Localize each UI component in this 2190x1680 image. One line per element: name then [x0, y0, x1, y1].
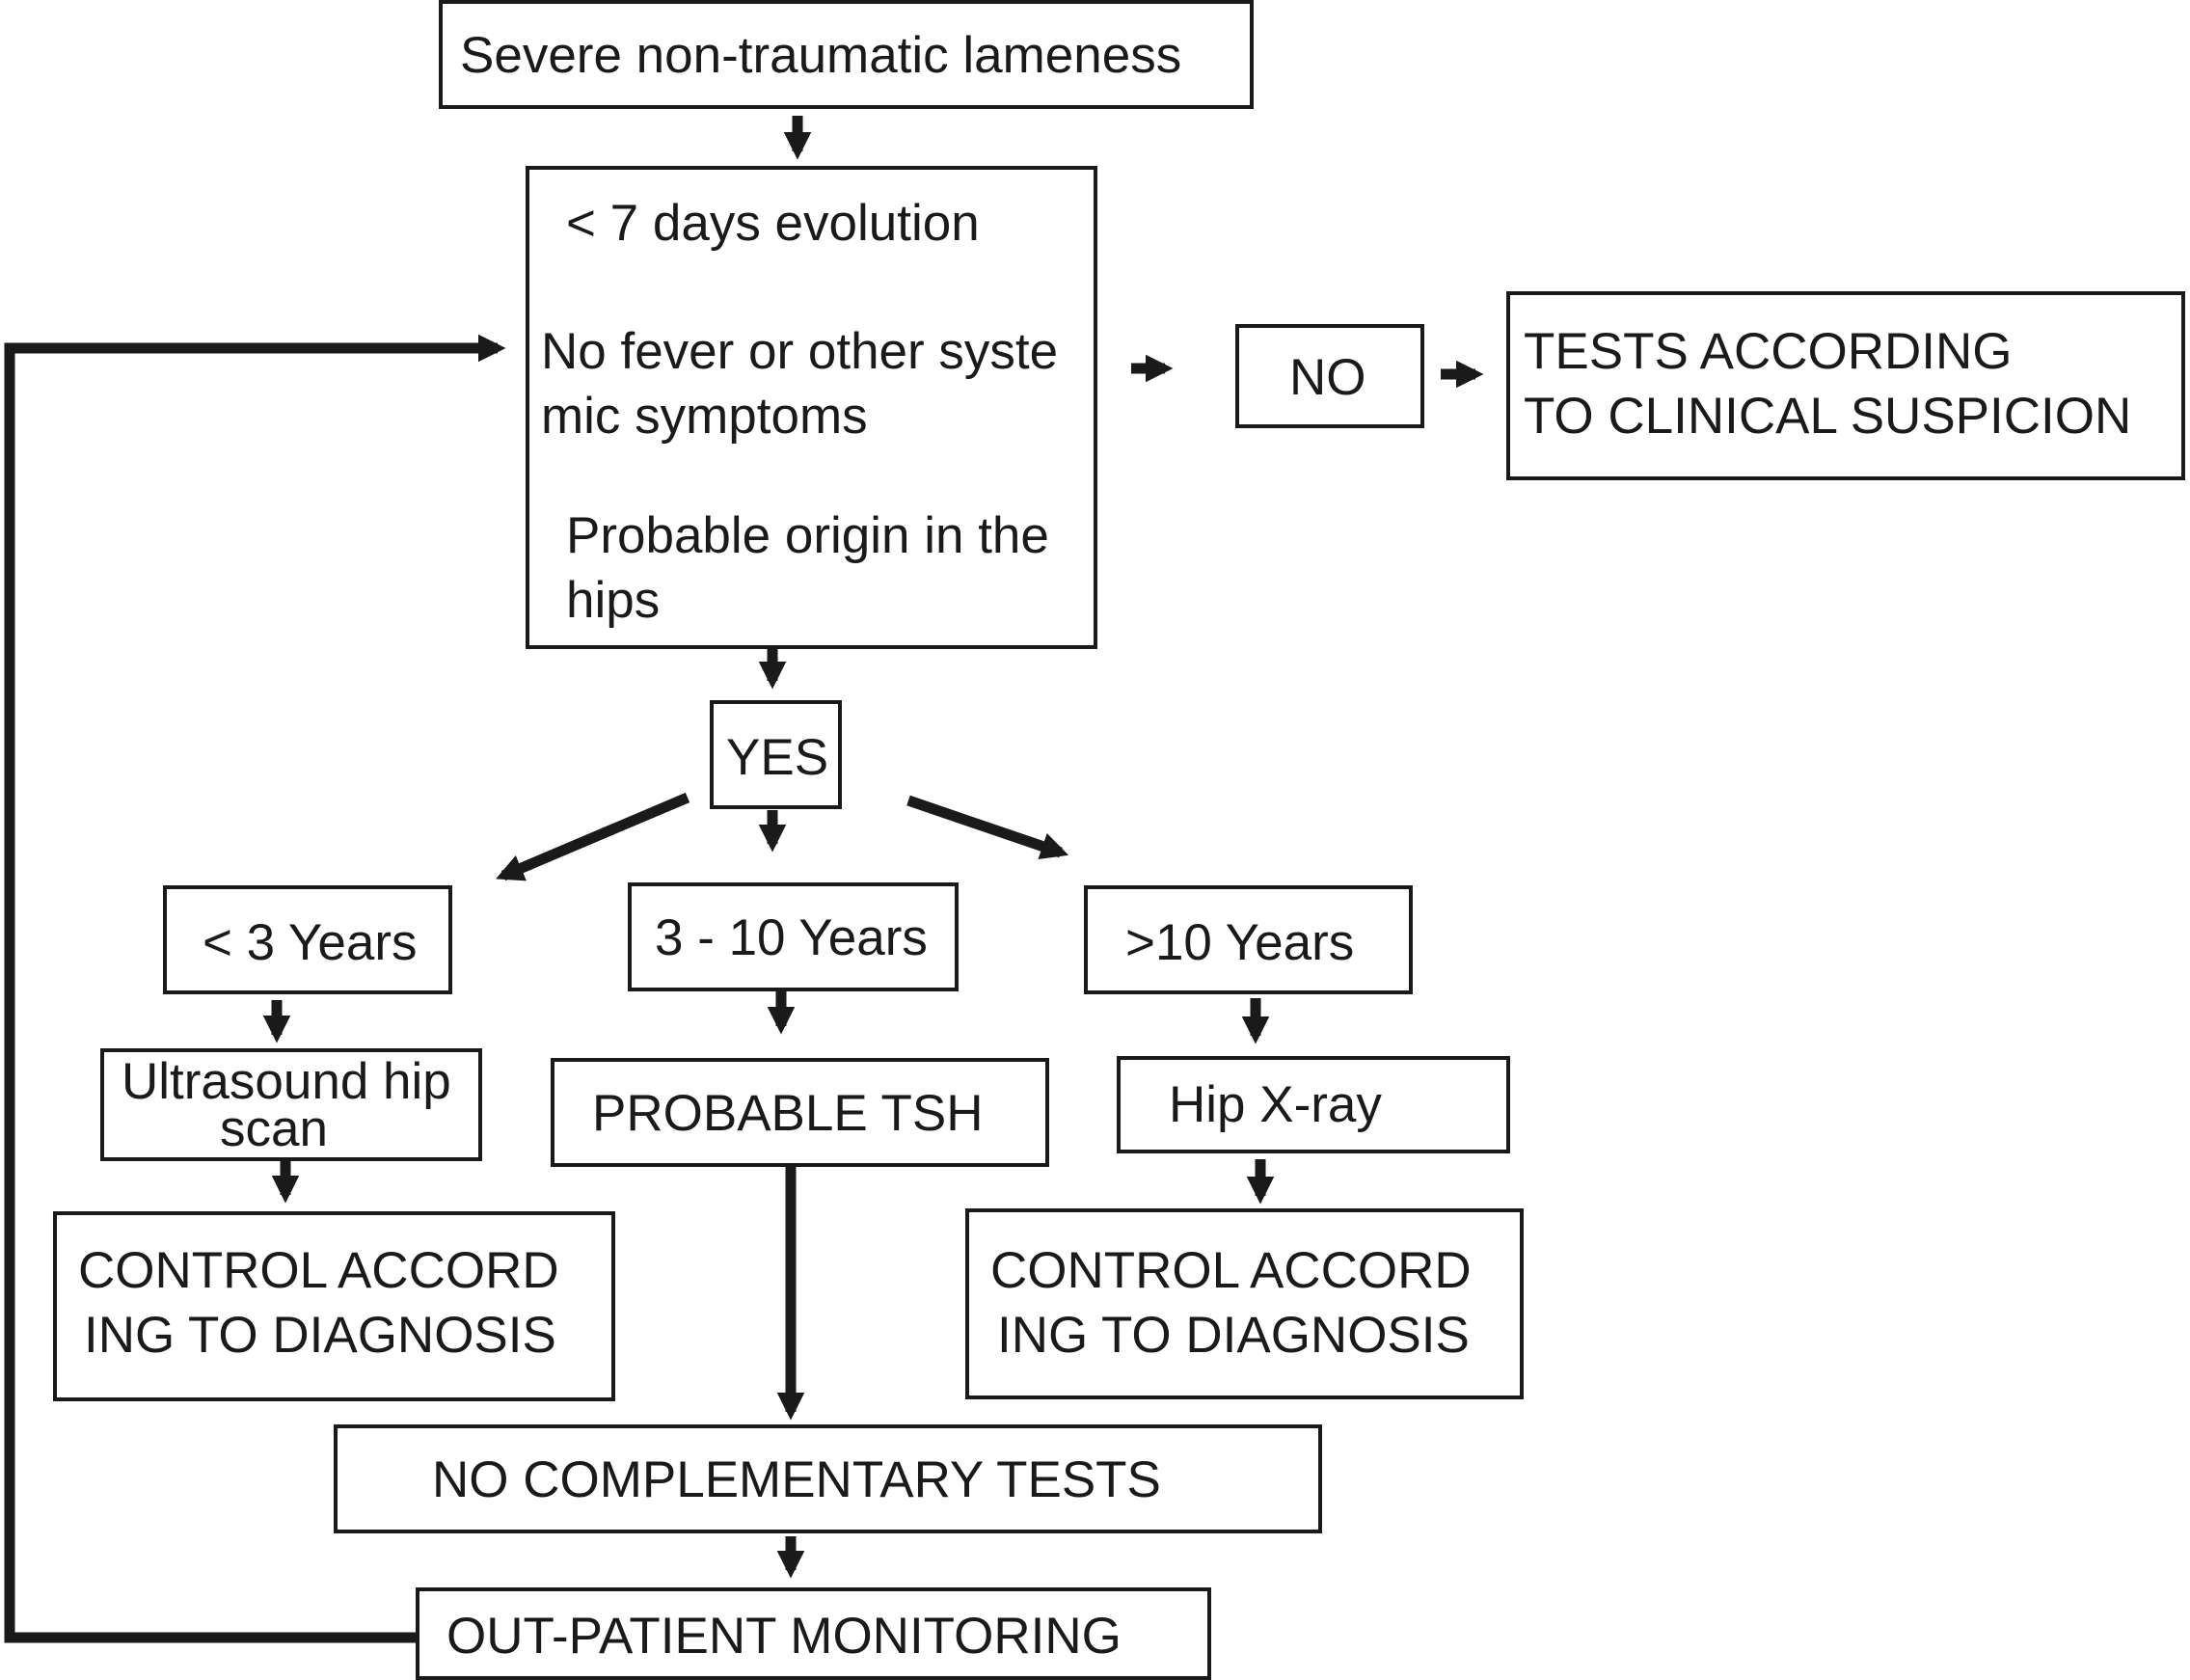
- clinical-tests-box: TESTS ACCORDING TO CLINICAL SUSPICION: [1506, 291, 2185, 480]
- clinical-tests-label-line1: TESTS ACCORDING: [1524, 323, 2013, 380]
- yes-label: YES: [726, 729, 829, 786]
- ultrasound-label-line2: scan: [220, 1100, 328, 1157]
- criteria-box: < 7 days evolution No fever or other sys…: [526, 166, 1097, 649]
- age-under-3-box: < 3 Years: [163, 885, 452, 994]
- probable-tsh-box: PROBABLE TSH: [551, 1058, 1049, 1167]
- criteria-fever-label-line2: mic symptoms: [541, 388, 868, 445]
- no-complementary-tests-label: NO COMPLEMENTARY TESTS: [432, 1451, 1161, 1508]
- no-box: NO: [1235, 324, 1424, 428]
- criteria-evolution-label: < 7 days evolution: [566, 195, 980, 252]
- age-over-10-box: >10 Years: [1084, 885, 1413, 994]
- arrow-yes-to-age-gt10: [906, 795, 1069, 860]
- start-box: Severe non-traumatic lameness: [439, 0, 1254, 109]
- ultrasound-label-line1: Ultrasound hip: [122, 1053, 451, 1110]
- arrow-yes-to-age-lt3: [496, 792, 690, 881]
- feedback-loop-arrow: [4, 334, 506, 1643]
- control-right-box: CONTROL ACCORD ING TO DIAGNOSIS: [965, 1208, 1524, 1399]
- control-left-label-line1: CONTROL ACCORD: [78, 1242, 559, 1299]
- probable-tsh-label: PROBABLE TSH: [592, 1085, 984, 1142]
- criteria-fever-label-line1: No fever or other syste: [541, 323, 1059, 380]
- age-3-to-10-label: 3 - 10 Years: [655, 909, 928, 966]
- out-patient-monitoring-label: OUT-PATIENT MONITORING: [446, 1608, 1122, 1665]
- no-label: NO: [1289, 349, 1366, 406]
- hip-xray-box: Hip X-ray: [1117, 1056, 1510, 1153]
- age-3-to-10-box: 3 - 10 Years: [628, 882, 959, 991]
- no-complementary-tests-box: NO COMPLEMENTARY TESTS: [334, 1424, 1322, 1533]
- age-under-3-label: < 3 Years: [203, 914, 418, 971]
- start-label: Severe non-traumatic lameness: [460, 27, 1182, 84]
- yes-box: YES: [710, 700, 842, 809]
- control-right-label-line2: ING TO DIAGNOSIS: [997, 1307, 1470, 1364]
- control-left-box: CONTROL ACCORD ING TO DIAGNOSIS: [53, 1211, 615, 1401]
- hip-xray-label: Hip X-ray: [1169, 1076, 1382, 1133]
- control-left-label-line2: ING TO DIAGNOSIS: [84, 1307, 556, 1364]
- clinical-tests-label-line2: TO CLINICAL SUSPICION: [1524, 388, 2132, 445]
- control-right-label-line1: CONTROL ACCORD: [990, 1242, 1472, 1299]
- ultrasound-box: Ultrasound hip scan: [100, 1048, 482, 1161]
- age-over-10-label: >10 Years: [1125, 914, 1355, 971]
- criteria-hips-label-line2: hips: [566, 572, 661, 629]
- out-patient-monitoring-box: OUT-PATIENT MONITORING: [416, 1587, 1211, 1680]
- criteria-hips-label-line1: Probable origin in the: [566, 507, 1049, 564]
